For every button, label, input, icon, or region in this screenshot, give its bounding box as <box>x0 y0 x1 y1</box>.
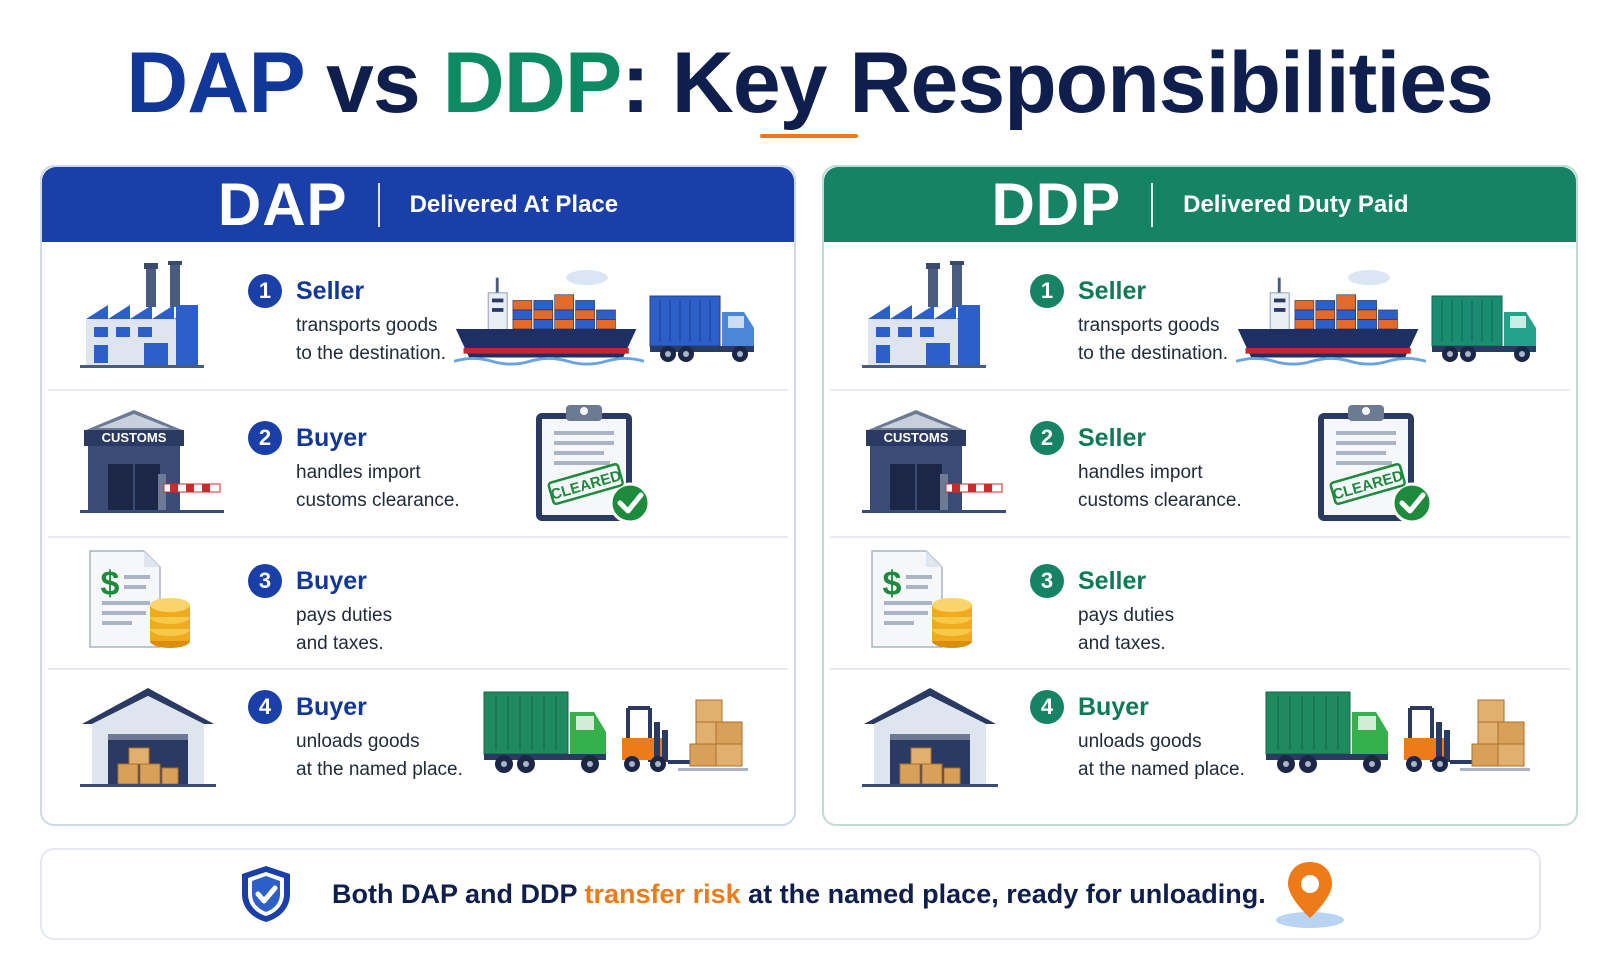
step-number-badge: 4 <box>248 690 282 724</box>
panel-divider <box>377 182 380 227</box>
cargo-ship-icon <box>454 266 644 371</box>
step-number-badge: 3 <box>248 564 282 598</box>
factory-icon <box>860 261 990 371</box>
title-dap: DAP <box>126 35 304 131</box>
step-description-line: and taxes. <box>1078 633 1166 654</box>
location-pin-icon <box>1276 862 1344 928</box>
step-row: 4 Buyer unloads goods at the named place. <box>48 668 788 806</box>
footer-banner: Both DAP and DDP transfer risk at the na… <box>40 848 1541 940</box>
step-number-badge: 4 <box>1030 690 1064 724</box>
step-party: Buyer <box>296 567 367 595</box>
shield-check-icon <box>242 866 290 922</box>
title-ddp: DDP <box>442 35 623 131</box>
forklift-boxes-icon <box>618 688 748 778</box>
cargo-ship-icon <box>1236 266 1426 371</box>
step-party: Seller <box>1078 567 1147 595</box>
step-number-badge: 1 <box>248 274 282 308</box>
step-description-line: unloads goods <box>1078 731 1202 752</box>
step-description-line: at the named place. <box>1078 759 1245 780</box>
dap-panel: DAP Delivered At Place 1 Seller transports g… <box>40 165 796 826</box>
step-description-line: to the destination. <box>296 343 446 364</box>
dollar-sign: $ <box>883 565 902 603</box>
panel-divider <box>1151 182 1154 227</box>
title-vs: vs <box>303 35 443 131</box>
customs-icon: CUSTOMS <box>860 408 1010 518</box>
step-party: Buyer <box>296 424 367 452</box>
step-description-line: handles import <box>296 462 421 483</box>
footer-text: Both DAP and DDP transfer risk at the na… <box>332 850 1266 938</box>
footer-highlight: transfer risk <box>584 879 741 909</box>
step-party: Buyer <box>296 693 367 721</box>
step-number-badge: 2 <box>1030 421 1064 455</box>
step-description-line: and taxes. <box>296 633 384 654</box>
step-description: pays duties and taxes. <box>1078 602 1174 658</box>
title-underline <box>760 134 858 138</box>
delivery-truck-icon <box>648 288 758 368</box>
step-description: unloads goods at the named place. <box>1078 728 1245 784</box>
invoice-icon: $ <box>78 547 198 657</box>
step-description: transports goods to the destination. <box>296 312 446 368</box>
footer-text-after: at the named place, ready for unloading. <box>740 879 1266 909</box>
step-row: 4 Buyer unloads goods at the named place. <box>830 668 1570 806</box>
step-description: transports goods to the destination. <box>1078 312 1228 368</box>
container-truck-icon <box>482 688 612 778</box>
step-description-line: pays duties <box>296 605 393 626</box>
invoice-icon: $ <box>860 547 980 657</box>
step-description: pays duties and taxes. <box>296 602 392 658</box>
step-description-line: customs clearance. <box>296 490 460 511</box>
title-rest: : Key Responsibilities <box>621 35 1494 131</box>
step-description-line: to the destination. <box>1078 343 1228 364</box>
warehouse-icon <box>78 682 218 792</box>
step-description: handles import customs clearance. <box>296 459 460 515</box>
step-row: 1 Seller transports goods to the destinatio… <box>830 242 1570 391</box>
step-row: 1 Seller transports goods to the destinatio… <box>48 242 788 391</box>
step-description-line: transports goods <box>1078 315 1220 336</box>
step-description-line: transports goods <box>296 315 438 336</box>
step-row: $3 Seller pays duties and taxes. <box>830 536 1570 670</box>
step-description-line: handles import <box>1078 462 1203 483</box>
page-title: DAP vs DDP: Key Responsibilities <box>0 28 1619 138</box>
dollar-sign: $ <box>101 565 120 603</box>
cleared-clipboard-icon: CLEARED <box>530 403 660 523</box>
panel-full-name: Delivered Duty Paid <box>1183 190 1409 218</box>
step-number-badge: 1 <box>1030 274 1064 308</box>
step-description-line: customs clearance. <box>1078 490 1242 511</box>
footer-text-before: Both DAP and DDP <box>332 879 585 909</box>
dap-panel-header: DAP Delivered At Place <box>42 167 794 242</box>
step-party: Seller <box>296 277 365 305</box>
step-party: Seller <box>1078 424 1147 452</box>
panel-abbr: DDP <box>991 171 1122 238</box>
step-row: $3 Buyer pays duties and taxes. <box>48 536 788 670</box>
step-list: 1 Seller transports goods to the destinatio… <box>42 242 794 824</box>
delivery-truck-icon <box>1430 288 1540 368</box>
customs-sign-label: CUSTOMS <box>102 430 167 445</box>
factory-icon <box>78 261 208 371</box>
step-description-line: unloads goods <box>296 731 420 752</box>
step-description: unloads goods at the named place. <box>296 728 463 784</box>
step-number-badge: 3 <box>1030 564 1064 598</box>
panel-full-name: Delivered At Place <box>409 190 619 218</box>
customs-sign-label: CUSTOMS <box>884 430 949 445</box>
ddp-panel-header: DDP Delivered Duty Paid <box>824 167 1576 242</box>
container-truck-icon <box>1264 688 1394 778</box>
customs-icon: CUSTOMS <box>78 408 228 518</box>
step-row: CUSTOMS 2 Buyer handles import customs clear… <box>48 389 788 538</box>
warehouse-icon <box>860 682 1000 792</box>
step-party: Seller <box>1078 277 1147 305</box>
step-description-line: at the named place. <box>296 759 463 780</box>
step-row: CUSTOMS 2 Seller handles import customs clea… <box>830 389 1570 538</box>
step-party: Buyer <box>1078 693 1149 721</box>
forklift-boxes-icon <box>1400 688 1530 778</box>
step-description: handles import customs clearance. <box>1078 459 1242 515</box>
step-description-line: pays duties <box>1078 605 1175 626</box>
panel-abbr: DAP <box>217 171 348 238</box>
step-number-badge: 2 <box>248 421 282 455</box>
cleared-clipboard-icon: CLEARED <box>1312 403 1442 523</box>
